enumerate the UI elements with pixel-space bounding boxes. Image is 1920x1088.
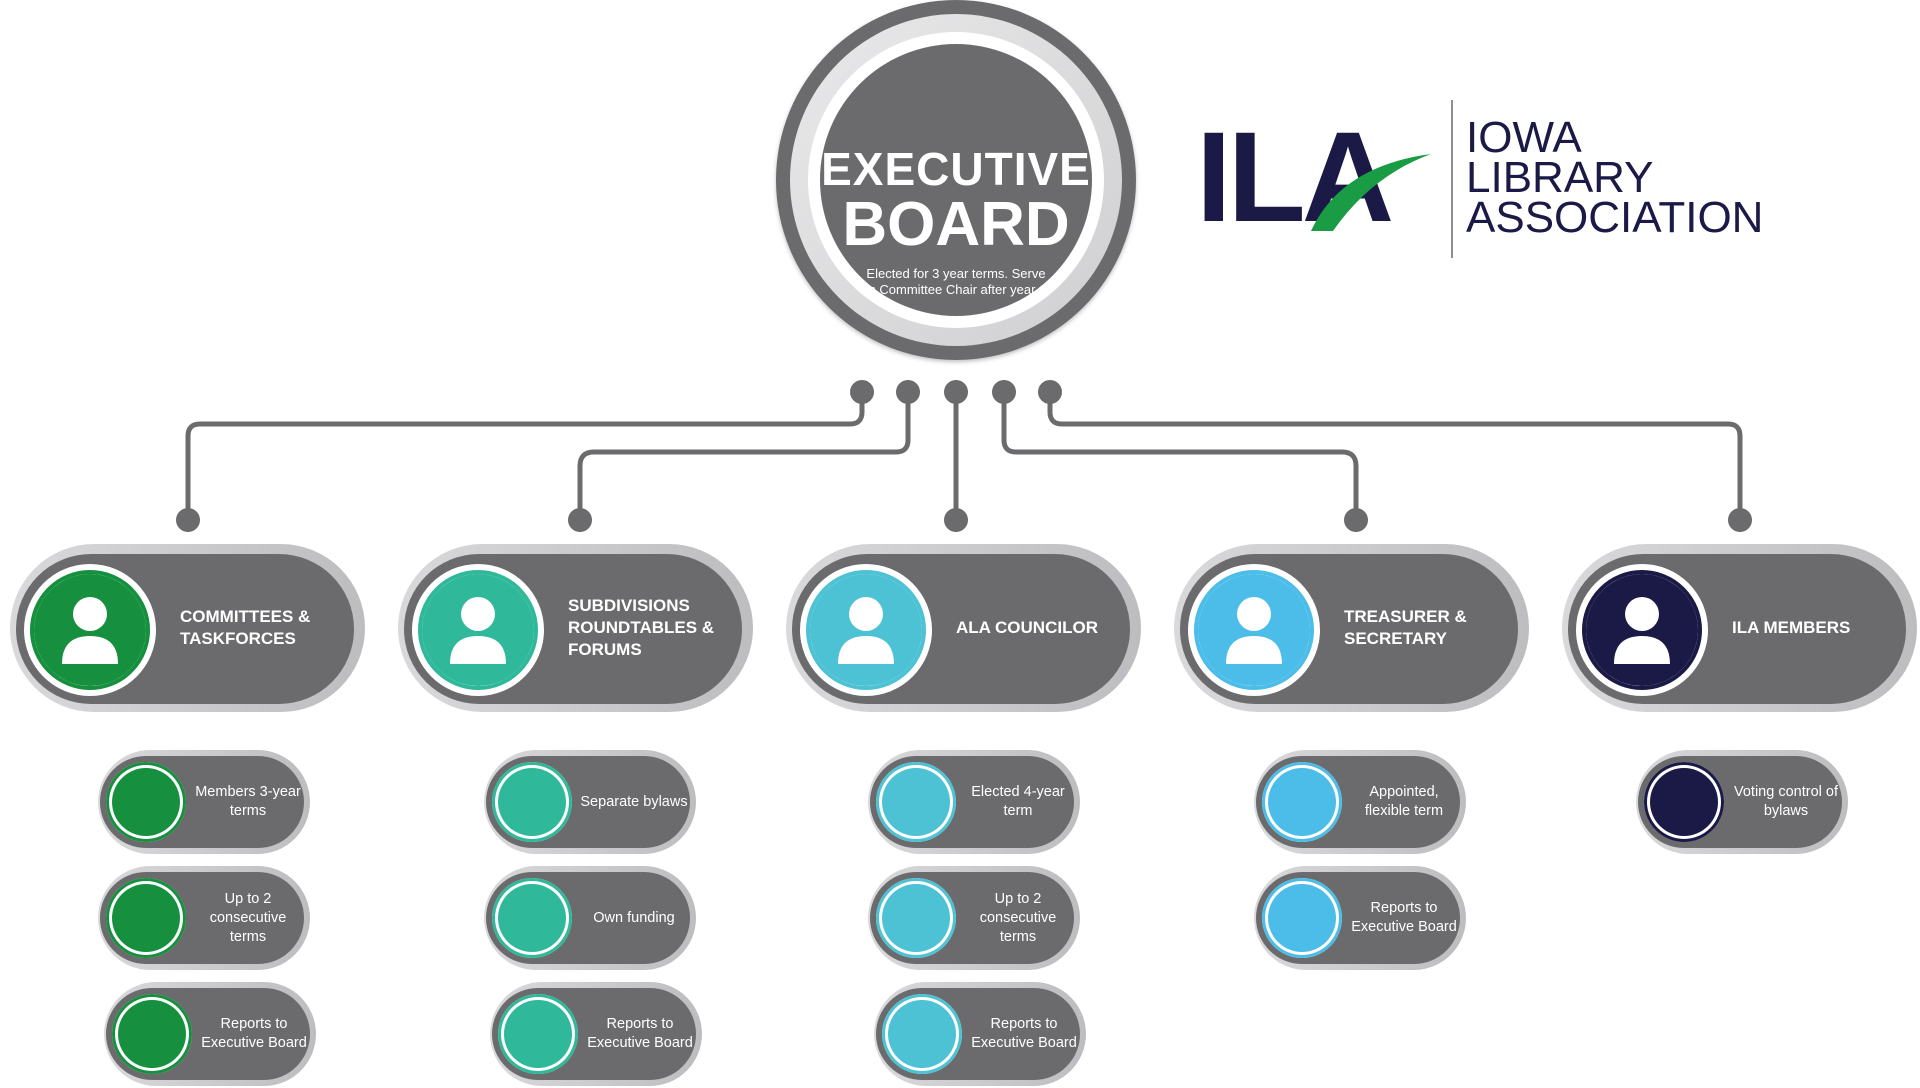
attribute-circle	[106, 878, 186, 958]
connector-dot	[850, 380, 874, 404]
attribute-node: Voting control of bylaws	[1636, 750, 1848, 854]
person-icon	[836, 596, 896, 666]
attribute-node: Reports to Executive Board	[1254, 866, 1466, 970]
attribute-label: Elected 4-year term	[971, 784, 1065, 819]
person-icon	[1612, 596, 1672, 666]
executive-title-line2: BOARD	[842, 190, 1070, 259]
ila-logo: ILA IOWA LIBRARY ASSOCIATION	[1196, 96, 1763, 266]
person-icon	[1224, 596, 1284, 666]
attribute-node: Reports to Executive Board	[490, 982, 702, 1086]
attribute-circle	[106, 762, 186, 842]
attribute-circle	[876, 762, 956, 842]
category-avatar	[800, 564, 932, 696]
attribute-circle	[498, 994, 578, 1074]
attribute-node: Appointed, flexible term	[1254, 750, 1466, 854]
category-label: ALA COUNCILOR	[956, 544, 1126, 712]
logo-line1: IOWA	[1466, 113, 1582, 162]
person-icon	[60, 596, 120, 666]
attribute-node: Members 3-year terms	[98, 750, 310, 854]
category-label: COMMITTEES & TASKFORCES	[180, 544, 350, 712]
attribute-label: Up to 2 consecutive terms	[209, 890, 287, 945]
attribute-circle	[492, 762, 572, 842]
category-label: SUBDIVISIONS ROUNDTABLES & FORUMS	[568, 544, 738, 712]
attribute-label: Members 3-year terms	[195, 784, 301, 819]
category-node: COMMITTEES & TASKFORCES	[10, 544, 365, 712]
logo-line3: ASSOCIATION	[1466, 193, 1764, 242]
attribute-circle	[1262, 878, 1342, 958]
attribute-label: Up to 2 consecutive terms	[979, 890, 1057, 945]
connector-dot	[568, 508, 592, 532]
attribute-node: Own funding	[484, 866, 696, 970]
connector-dot	[1344, 508, 1368, 532]
attribute-label: Voting control of bylaws	[1734, 784, 1838, 819]
connector-dot	[944, 508, 968, 532]
category-avatar	[412, 564, 544, 696]
category-label: ILA MEMBERS	[1732, 544, 1902, 712]
attribute-label: Reports to Executive Board	[201, 1016, 307, 1051]
category-label-text: TREASURER & SECRETARY	[1344, 607, 1467, 648]
attribute-node: Elected 4-year term	[868, 750, 1080, 854]
category-label-text: ILA MEMBERS	[1732, 618, 1851, 637]
logo-swoosh-icon	[1311, 154, 1431, 231]
person-icon	[448, 596, 508, 666]
category-avatar	[1576, 564, 1708, 696]
logo-divider	[1451, 100, 1453, 258]
attribute-circle	[876, 878, 956, 958]
attribute-node: Up to 2 consecutive terms	[868, 866, 1080, 970]
executive-board-node: EXECUTIVE BOARD Elected for 3 year terms…	[776, 0, 1136, 360]
executive-subtitle: Elected for 3 year terms. Serve as Commi…	[862, 266, 1050, 297]
connector-dot	[1038, 380, 1062, 404]
category-avatar	[24, 564, 156, 696]
logo-line2: LIBRARY	[1466, 153, 1654, 202]
category-node: ILA MEMBERS	[1562, 544, 1917, 712]
attribute-node: Separate bylaws	[484, 750, 696, 854]
connector-dot	[944, 380, 968, 404]
connector-dot	[896, 380, 920, 404]
attribute-node: Up to 2 consecutive terms	[98, 866, 310, 970]
attribute-label: Separate bylaws	[580, 793, 688, 810]
category-avatar	[1188, 564, 1320, 696]
category-label-text: SUBDIVISIONS ROUNDTABLES & FORUMS	[568, 596, 715, 659]
attribute-label: Own funding	[593, 909, 675, 926]
category-node: SUBDIVISIONS ROUNDTABLES & FORUMS	[398, 544, 753, 712]
connector-dot	[992, 380, 1016, 404]
connector-dot	[176, 508, 200, 532]
attribute-circle	[1644, 762, 1724, 842]
attribute-label: Appointed, flexible term	[1364, 784, 1444, 819]
attribute-circle	[492, 878, 572, 958]
attribute-label: Reports to Executive Board	[1351, 900, 1457, 935]
attribute-circle	[1262, 762, 1342, 842]
attribute-node: Reports to Executive Board	[104, 982, 316, 1086]
category-label-text: COMMITTEES & TASKFORCES	[180, 607, 311, 648]
attribute-node: Reports to Executive Board	[874, 982, 1086, 1086]
attribute-circle	[882, 994, 962, 1074]
connector-dot	[1728, 508, 1752, 532]
category-label: TREASURER & SECRETARY	[1344, 544, 1514, 712]
attribute-label: Reports to Executive Board	[587, 1016, 693, 1051]
category-label-text: ALA COUNCILOR	[956, 618, 1098, 637]
attribute-label: Reports to Executive Board	[971, 1016, 1077, 1051]
attribute-circle	[112, 994, 192, 1074]
category-node: ALA COUNCILOR	[786, 544, 1141, 712]
executive-title-line1: EXECUTIVE	[821, 143, 1091, 195]
category-node: TREASURER & SECRETARY	[1174, 544, 1529, 712]
